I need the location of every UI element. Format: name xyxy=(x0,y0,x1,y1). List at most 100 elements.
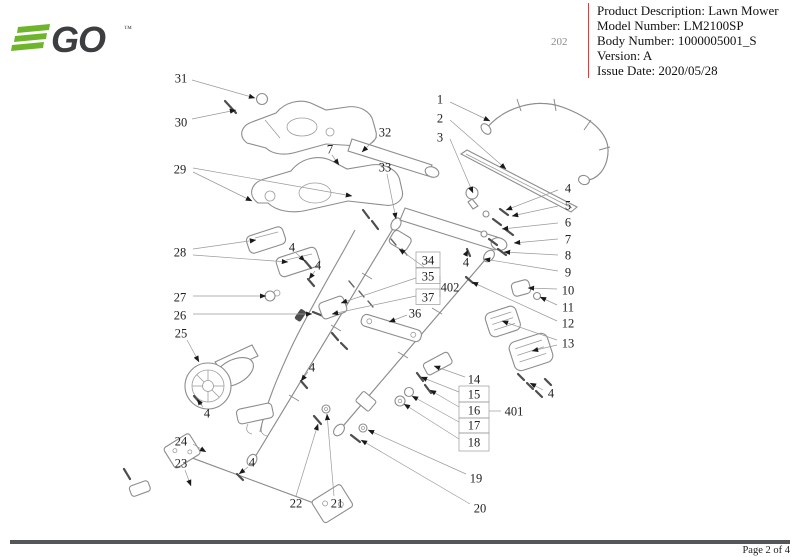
leader-line-7 xyxy=(331,154,340,166)
callout-36-27: 36 xyxy=(409,306,422,320)
lower-handle-housing xyxy=(251,157,508,251)
callout-30-1: 30 xyxy=(175,115,188,129)
callout-34-23: 34 xyxy=(422,253,435,267)
callout-402-25: 402 xyxy=(441,280,460,294)
callout-11-16: 11 xyxy=(562,300,574,314)
hardware-cluster-401 xyxy=(394,351,453,407)
group-brackets xyxy=(415,251,501,452)
callout-26-21: 26 xyxy=(174,308,187,322)
callout-14-28: 14 xyxy=(468,372,481,386)
tube-clamp xyxy=(318,295,349,351)
leader-line-15 xyxy=(420,376,460,393)
info-issue-date: Issue Date: 2020/05/28 xyxy=(597,63,718,78)
info-body-number: Body Number: 1000005001_S xyxy=(597,33,757,48)
leader-line-17 xyxy=(411,395,460,423)
info-version: Version: A xyxy=(597,48,653,63)
callout-32-4: 32 xyxy=(379,125,392,139)
callout-23-37: 23 xyxy=(175,456,188,470)
leader-line-20 xyxy=(360,439,471,505)
leader-line-4 xyxy=(300,371,309,382)
leader-line-4 xyxy=(505,189,559,211)
callout-15-29: 15 xyxy=(468,387,481,401)
callout-4-42: 4 xyxy=(309,360,316,374)
leader-line-4 xyxy=(238,466,249,475)
leader-line-16 xyxy=(429,389,460,408)
callout-27-20: 27 xyxy=(174,290,187,304)
callout-29-2: 29 xyxy=(174,162,187,176)
callout-401-33: 401 xyxy=(505,404,524,418)
info-product-description: Product Description: Lawn Mower xyxy=(597,3,779,18)
callout-19-34: 19 xyxy=(470,471,483,485)
gearbox-housings xyxy=(484,305,554,399)
leader-line-1 xyxy=(449,101,491,122)
leader-line-13 xyxy=(531,344,558,353)
leader-line-4 xyxy=(196,398,204,408)
leader-line-21 xyxy=(324,413,335,497)
leader-line-18 xyxy=(403,403,460,440)
logo-tm-mark: ™ xyxy=(124,24,132,33)
leader-line-35 xyxy=(340,277,417,304)
leader-line-33 xyxy=(386,173,398,220)
ego-logo: GO ™ xyxy=(8,14,143,69)
leader-line-4 xyxy=(462,249,469,257)
leader-line-25 xyxy=(186,339,200,363)
callout-7-12: 7 xyxy=(565,232,571,246)
info-model-number: Model Number: LM2100SP xyxy=(597,18,744,33)
callout-4-43: 4 xyxy=(463,255,470,269)
callout-28-19: 28 xyxy=(174,245,187,259)
trim-strip xyxy=(459,149,578,213)
callout-4-44: 4 xyxy=(548,386,555,400)
leader-line-19 xyxy=(367,429,467,475)
handle-tube-left xyxy=(246,217,412,467)
callout-13-18: 13 xyxy=(562,336,575,350)
leader-line-3 xyxy=(449,138,474,194)
callout-10-15: 10 xyxy=(562,283,575,297)
info-panel: Product Description: Lawn Mower Model Nu… xyxy=(588,3,779,78)
leader-line-23 xyxy=(184,469,192,487)
leader-line-37 xyxy=(331,295,417,316)
leader-line-29 xyxy=(192,167,353,198)
callout-4-40: 4 xyxy=(289,240,296,254)
leader-line-30 xyxy=(191,108,237,120)
callout-3-8: 3 xyxy=(437,130,443,144)
leader-line-32 xyxy=(361,136,378,153)
leader-line-28 xyxy=(192,254,289,265)
callout-31-0: 31 xyxy=(175,71,188,85)
handle-tube-right xyxy=(333,249,495,437)
callout-4-45: 4 xyxy=(204,406,211,420)
scattered-fasteners xyxy=(235,238,408,482)
latch-parts xyxy=(464,275,542,301)
callout-35-24: 35 xyxy=(422,269,435,283)
leader-line-10 xyxy=(527,285,558,291)
leader-line-11 xyxy=(539,296,558,306)
leader-line-12 xyxy=(471,281,558,322)
callout-24-36: 24 xyxy=(175,434,188,448)
callout-5-10: 5 xyxy=(565,198,571,212)
callout-20-35: 20 xyxy=(474,501,487,515)
callout-4-41: 4 xyxy=(315,258,322,272)
leader-line-36 xyxy=(388,314,408,323)
bottom-bracket xyxy=(192,394,274,437)
leader-line-9 xyxy=(483,257,559,272)
handlebar xyxy=(480,98,611,186)
callout-4-9: 4 xyxy=(565,181,572,195)
leader-line-8 xyxy=(503,249,559,256)
callout-25-22: 25 xyxy=(175,326,188,340)
leader-line-6 xyxy=(501,222,559,231)
lever-brackets xyxy=(245,226,321,278)
leader-line-24 xyxy=(192,443,207,453)
leader-line-29 xyxy=(192,171,253,202)
leader-line-14 xyxy=(433,365,466,378)
leader-line-13 xyxy=(501,320,558,341)
callout-9-14: 9 xyxy=(565,265,571,279)
footer-rule xyxy=(10,540,790,544)
leader-line-34 xyxy=(398,248,425,268)
callout-7-3: 7 xyxy=(327,142,333,156)
callout-21-39: 21 xyxy=(331,496,344,510)
corner-reference-number: 202 xyxy=(551,36,568,48)
leader-line-28 xyxy=(192,238,257,250)
callout-17-31: 17 xyxy=(468,418,481,432)
leader-line-4 xyxy=(529,382,544,391)
callout-37-26: 37 xyxy=(422,290,435,304)
